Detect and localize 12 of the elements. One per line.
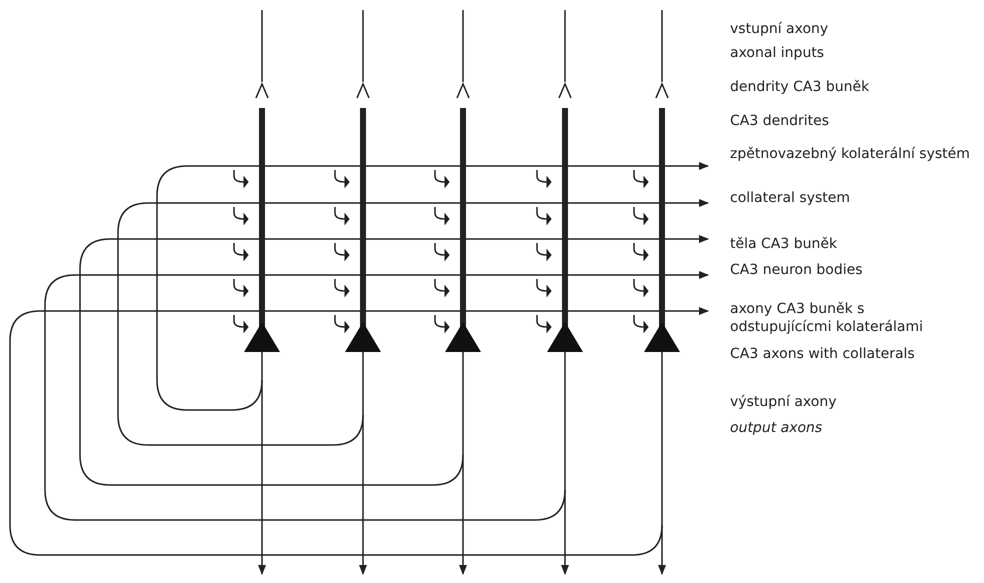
annotation-label: collateral system	[730, 189, 852, 207]
annotation-label: vstupní axony	[730, 20, 830, 38]
annotation-label: výstupní axony	[730, 393, 838, 411]
annotation-label: dendrity CA3 buněk	[730, 78, 870, 96]
annotation-label: output axons	[730, 419, 824, 437]
annotation-label: CA3 neuron bodies	[730, 261, 864, 279]
annotation-label: zpětnovazebný kolaterální systém	[730, 145, 970, 163]
annotation-label: CA3 axons with collaterals	[730, 345, 916, 363]
annotation-label: axony CA3 buněk s odstupujícícmi kolaterálami	[730, 300, 924, 336]
annotation-label: CA3 dendrites	[730, 112, 830, 130]
annotation-label: těla CA3 buněk	[730, 235, 838, 253]
annotation-label: axonal inputs	[730, 44, 826, 62]
